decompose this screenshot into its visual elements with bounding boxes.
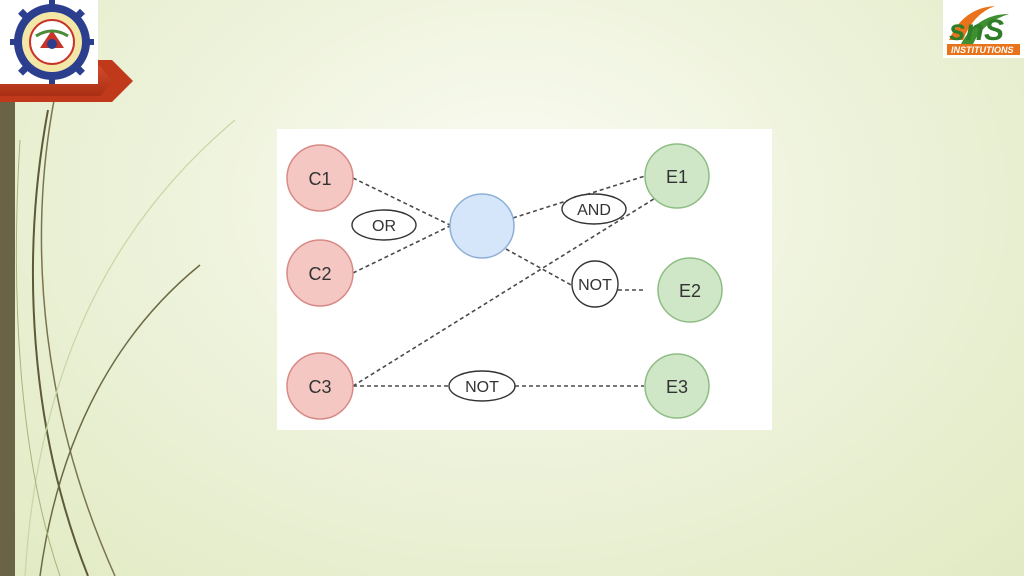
operator-or: OR	[351, 209, 417, 241]
cause-node-c3: C3	[286, 352, 354, 420]
sns-college-logo	[0, 0, 98, 84]
college-seal-icon	[10, 0, 94, 84]
edge-c1-hub	[352, 177, 453, 227]
effect-node-e2: E2	[657, 257, 723, 323]
operator-not-e3: NOT	[448, 370, 516, 402]
left-accent-bar	[0, 100, 15, 576]
cause-effect-diagram: C1 C2 C3 E1 E2 E3 OR	[277, 129, 772, 430]
edge-hub-e1	[512, 175, 646, 219]
effect-node-e3: E3	[644, 353, 710, 419]
svg-text:NOT: NOT	[465, 379, 499, 396]
decorative-swirl-lines	[15, 94, 236, 576]
svg-text:C1: C1	[308, 169, 331, 189]
cause-node-c2: C2	[286, 239, 354, 307]
sns-logo-text: snS	[949, 14, 1004, 47]
svg-text:NOT: NOT	[578, 277, 612, 294]
cause-node-c1: C1	[286, 144, 354, 212]
svg-text:AND: AND	[577, 202, 611, 219]
sns-logo-subtext: INSTITUTIONS	[951, 45, 1014, 55]
svg-text:E1: E1	[666, 167, 688, 187]
operator-and: AND	[561, 193, 627, 225]
edge-c2-hub	[352, 225, 451, 274]
edge-c3-e1	[352, 196, 658, 387]
sns-institutions-logo: snS INSTITUTIONS	[943, 0, 1024, 58]
edge-hub-not	[505, 248, 574, 287]
cause-effect-graph: C1 C2 C3 E1 E2 E3 OR	[286, 143, 723, 420]
sns-logo-icon: snS INSTITUTIONS	[947, 6, 1020, 55]
svg-text:C3: C3	[308, 377, 331, 397]
effect-node-e1: E1	[644, 143, 710, 209]
svg-text:OR: OR	[372, 218, 396, 235]
svg-text:C2: C2	[308, 264, 331, 284]
svg-text:E3: E3	[666, 377, 688, 397]
operator-not-e2: NOT	[571, 260, 619, 308]
intermediate-node	[449, 193, 515, 259]
svg-text:E2: E2	[679, 281, 701, 301]
